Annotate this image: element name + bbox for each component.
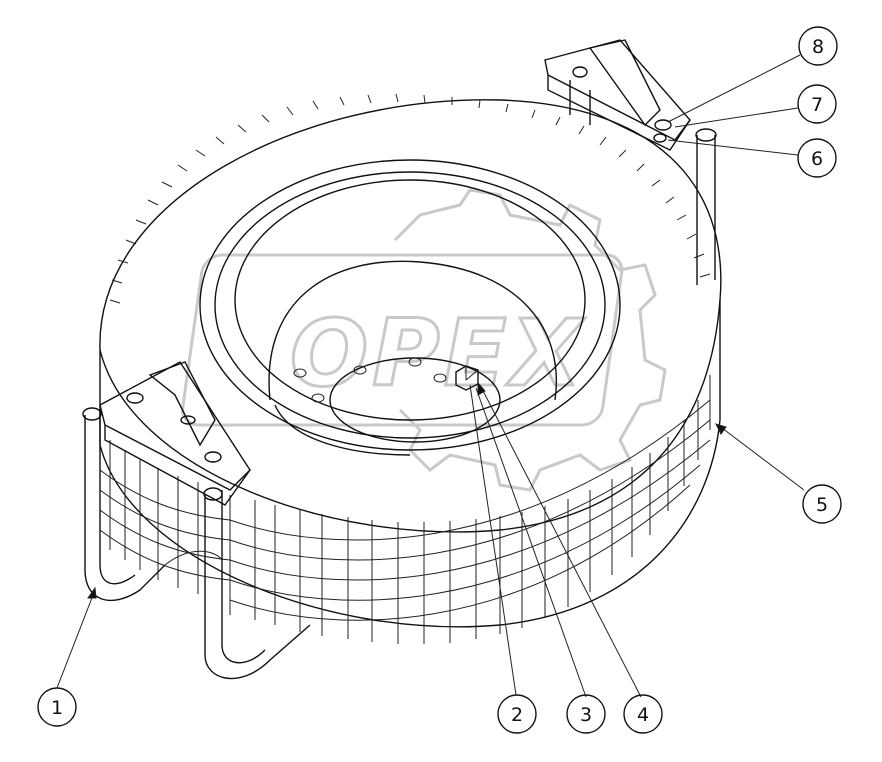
callout-8-label: 8 [812, 36, 824, 58]
callout-7: 7 [797, 84, 837, 124]
watermark-text: OPEX [290, 300, 585, 407]
callout-3-label: 3 [580, 704, 592, 726]
wheel-rim [199, 159, 621, 456]
callout-group: 1 2 3 4 5 6 7 8 [37, 26, 842, 734]
side-tread [99, 375, 711, 644]
tread-notches [109, 93, 711, 304]
left-bracket [82, 361, 311, 680]
callout-4: 4 [623, 694, 663, 734]
right-bracket [544, 39, 717, 285]
callout-6: 6 [797, 138, 837, 178]
callout-7-label: 7 [811, 94, 823, 116]
leader-lines [56, 54, 805, 698]
callout-3: 3 [566, 694, 606, 734]
callout-6-label: 6 [811, 148, 823, 170]
callout-4-label: 4 [637, 704, 649, 726]
callout-5: 5 [802, 484, 842, 524]
callout-2: 2 [497, 694, 537, 734]
rim-holes [293, 357, 447, 403]
callout-2-label: 2 [511, 704, 523, 726]
callout-1-label: 1 [51, 697, 63, 719]
watermark-logo: OPEX [181, 188, 667, 492]
callout-1: 1 [37, 687, 77, 727]
callout-5-label: 5 [816, 494, 828, 516]
callout-8: 8 [798, 26, 838, 66]
